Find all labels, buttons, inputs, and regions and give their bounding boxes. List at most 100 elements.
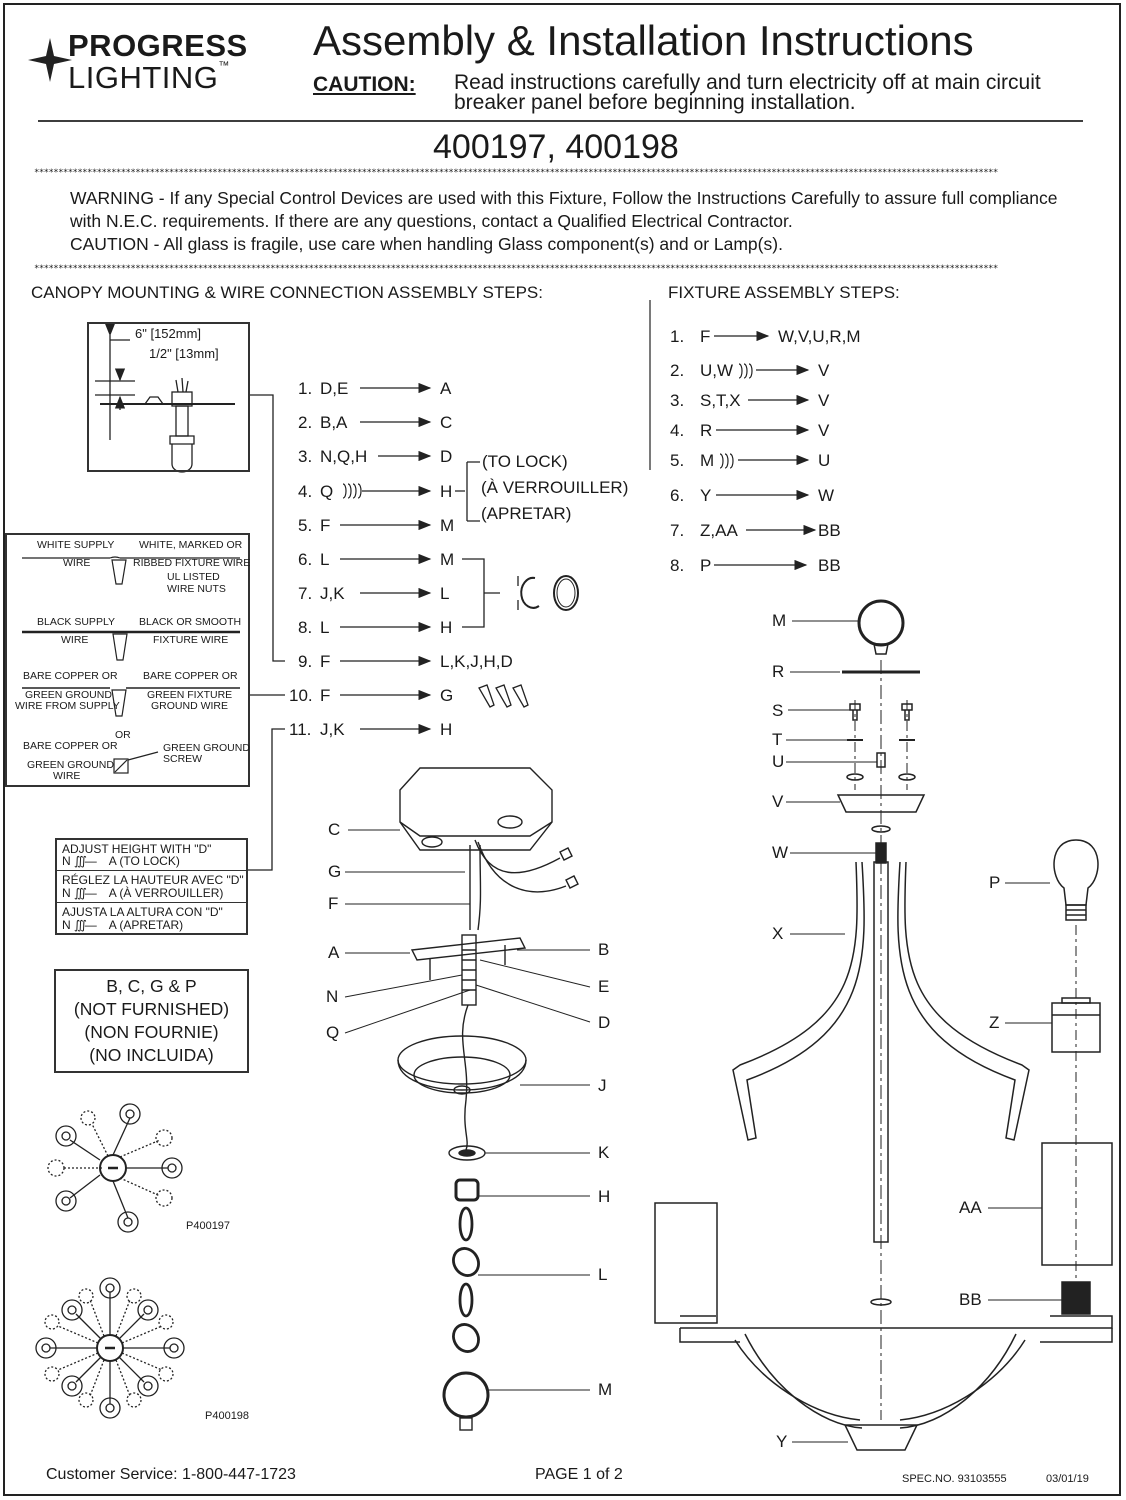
adjust-es-n: N ∭—A (APRETAR) [62,918,184,932]
lock-fr: (À VERROUILLER) [481,478,629,497]
coil-icon [342,483,362,499]
model-numbers: 400197, 400198 [433,128,679,166]
part-label: Y [776,1432,788,1451]
step-to: M [440,516,455,535]
part-label: H [598,1187,611,1206]
part-label: A [328,943,340,962]
adjust-fr-n: N ∭—A (À VERROUILLER) [62,886,224,900]
step-number: 2. [298,413,313,432]
ceiling-box: 6" [152mm] 1/2" [13mm] [87,322,250,472]
wiring-label: WIRE [53,770,81,782]
wiring-label: GROUND WIRE [151,700,228,712]
top-view-label: P400197 [186,1220,231,1232]
step-from: F [320,652,331,671]
step-to: W [818,486,835,505]
step-from: F [320,516,331,535]
adjust-en: ADJUST HEIGHT WITH "D" [62,842,212,856]
step-number: 7. [670,521,685,540]
lock-en: (TO LOCK) [482,452,568,471]
part-label: Z [989,1013,1000,1032]
coil-icons-fixture [719,363,753,469]
step-to: V [818,391,830,410]
step-number: 4. [670,421,685,440]
part-label: X [772,924,784,943]
step-from: R [700,421,713,440]
canopy-heading: CANOPY MOUNTING & WIRE CONNECTION ASSEMB… [31,283,543,302]
divider-stars: ****************************************… [34,168,998,178]
top-view-label: P400198 [205,1410,250,1422]
step-number: 6. [298,550,313,569]
part-label: J [598,1076,607,1095]
part-label: M [772,611,787,630]
part-label: L [598,1265,608,1284]
adjust-en-n: N ∭—A (TO LOCK) [62,854,180,868]
customer-service: Customer Service: 1-800-447-1723 [46,1466,296,1483]
wiring-label: BLACK OR SMOOTH [139,616,242,628]
step-number: 9. [298,652,313,671]
wiring-label: WIRE [61,634,89,646]
step-from: J,K [320,720,345,739]
wiring-label: FIXTURE WIRE [153,634,229,646]
step-to: V [818,421,830,440]
ceiling-diagram [95,323,235,473]
step-to: H [440,482,453,501]
step-number: 6. [670,486,685,505]
brand-line1: PROGRESS [68,28,248,63]
adjust-es: AJUSTA LA ALTURA CON "D" [62,905,223,919]
caution-text: Read instructions carefully and turn ele… [454,71,1041,114]
step-number: 4. [298,482,313,501]
step-to: L,K,J,H,D [440,652,513,671]
wiring-label: GREEN FIXTURE [147,689,233,701]
step-to: BB [818,556,841,575]
dimension-half-in: 1/2" [13mm] [149,346,219,361]
warning-text: WARNING - If any Special Control Devices… [70,188,1058,231]
wiring-label: SCREW [163,753,203,765]
part-label: AA [959,1198,982,1217]
not-furnished-fr: (NON FOURNIE) [84,1022,219,1042]
part-label: P [989,873,1001,892]
step-to: U [818,451,831,470]
step-from: L [320,550,330,569]
not-furnished-en: (NOT FURNISHED) [73,999,230,1019]
step-to: W,V,U,R,M [778,327,861,346]
step-number: 10. [289,686,313,705]
step-number: 8. [670,556,685,575]
spec-number: SPEC.NO. 93103555 [902,1473,1007,1485]
wiring-diagram [22,556,240,774]
step-from: F [320,686,331,705]
step-to: BB [818,521,841,540]
part-label: Q [326,1023,340,1042]
step-to: C [440,413,453,432]
page-title: Assembly & Installation Instructions [313,17,974,64]
step-from: N,Q,H [320,447,368,466]
divider-stars: ****************************************… [34,264,998,274]
step-to: H [440,618,453,637]
wiring-label: RIBBED FIXTURE WIRE [133,557,251,569]
part-label: F [328,894,339,913]
wiring-label: WIRE FROM SUPPLY [15,700,120,712]
step-to: L [440,584,450,603]
wiring-box: WHITE SUPPLY WIRE WHITE, MARKED OR RIBBE… [5,533,250,787]
part-label: BB [959,1290,982,1309]
step-number: 1. [298,379,313,398]
step-number: 7. [298,584,313,603]
wiring-label: UL LISTED [167,571,220,583]
adjust-fr: RÉGLEZ LA HAUTEUR AVEC "D" [62,873,244,887]
step-from: Z,AA [700,521,738,540]
step-number: 3. [670,391,685,410]
step-from: P [700,556,712,575]
wiring-label: WHITE, MARKED OR [139,539,243,551]
wiring-label: GREEN GROUND [163,742,250,754]
part-label: S [772,701,784,720]
step-to: H [440,720,453,739]
adjust-height-box: ADJUST HEIGHT WITH "D" N ∭—A (TO LOCK) R… [55,838,248,935]
dimension-6in: 6" [152mm] [135,326,202,341]
step-from: Y [700,486,712,505]
wiring-label: WHITE SUPPLY [37,539,115,551]
step-number: 1. [670,327,685,346]
wiring-label: BARE COPPER OR [143,670,238,682]
step-number: 8. [298,618,313,637]
wiring-label: BLACK SUPPLY [37,616,116,628]
brand-line2: LIGHTING™ [68,60,230,95]
